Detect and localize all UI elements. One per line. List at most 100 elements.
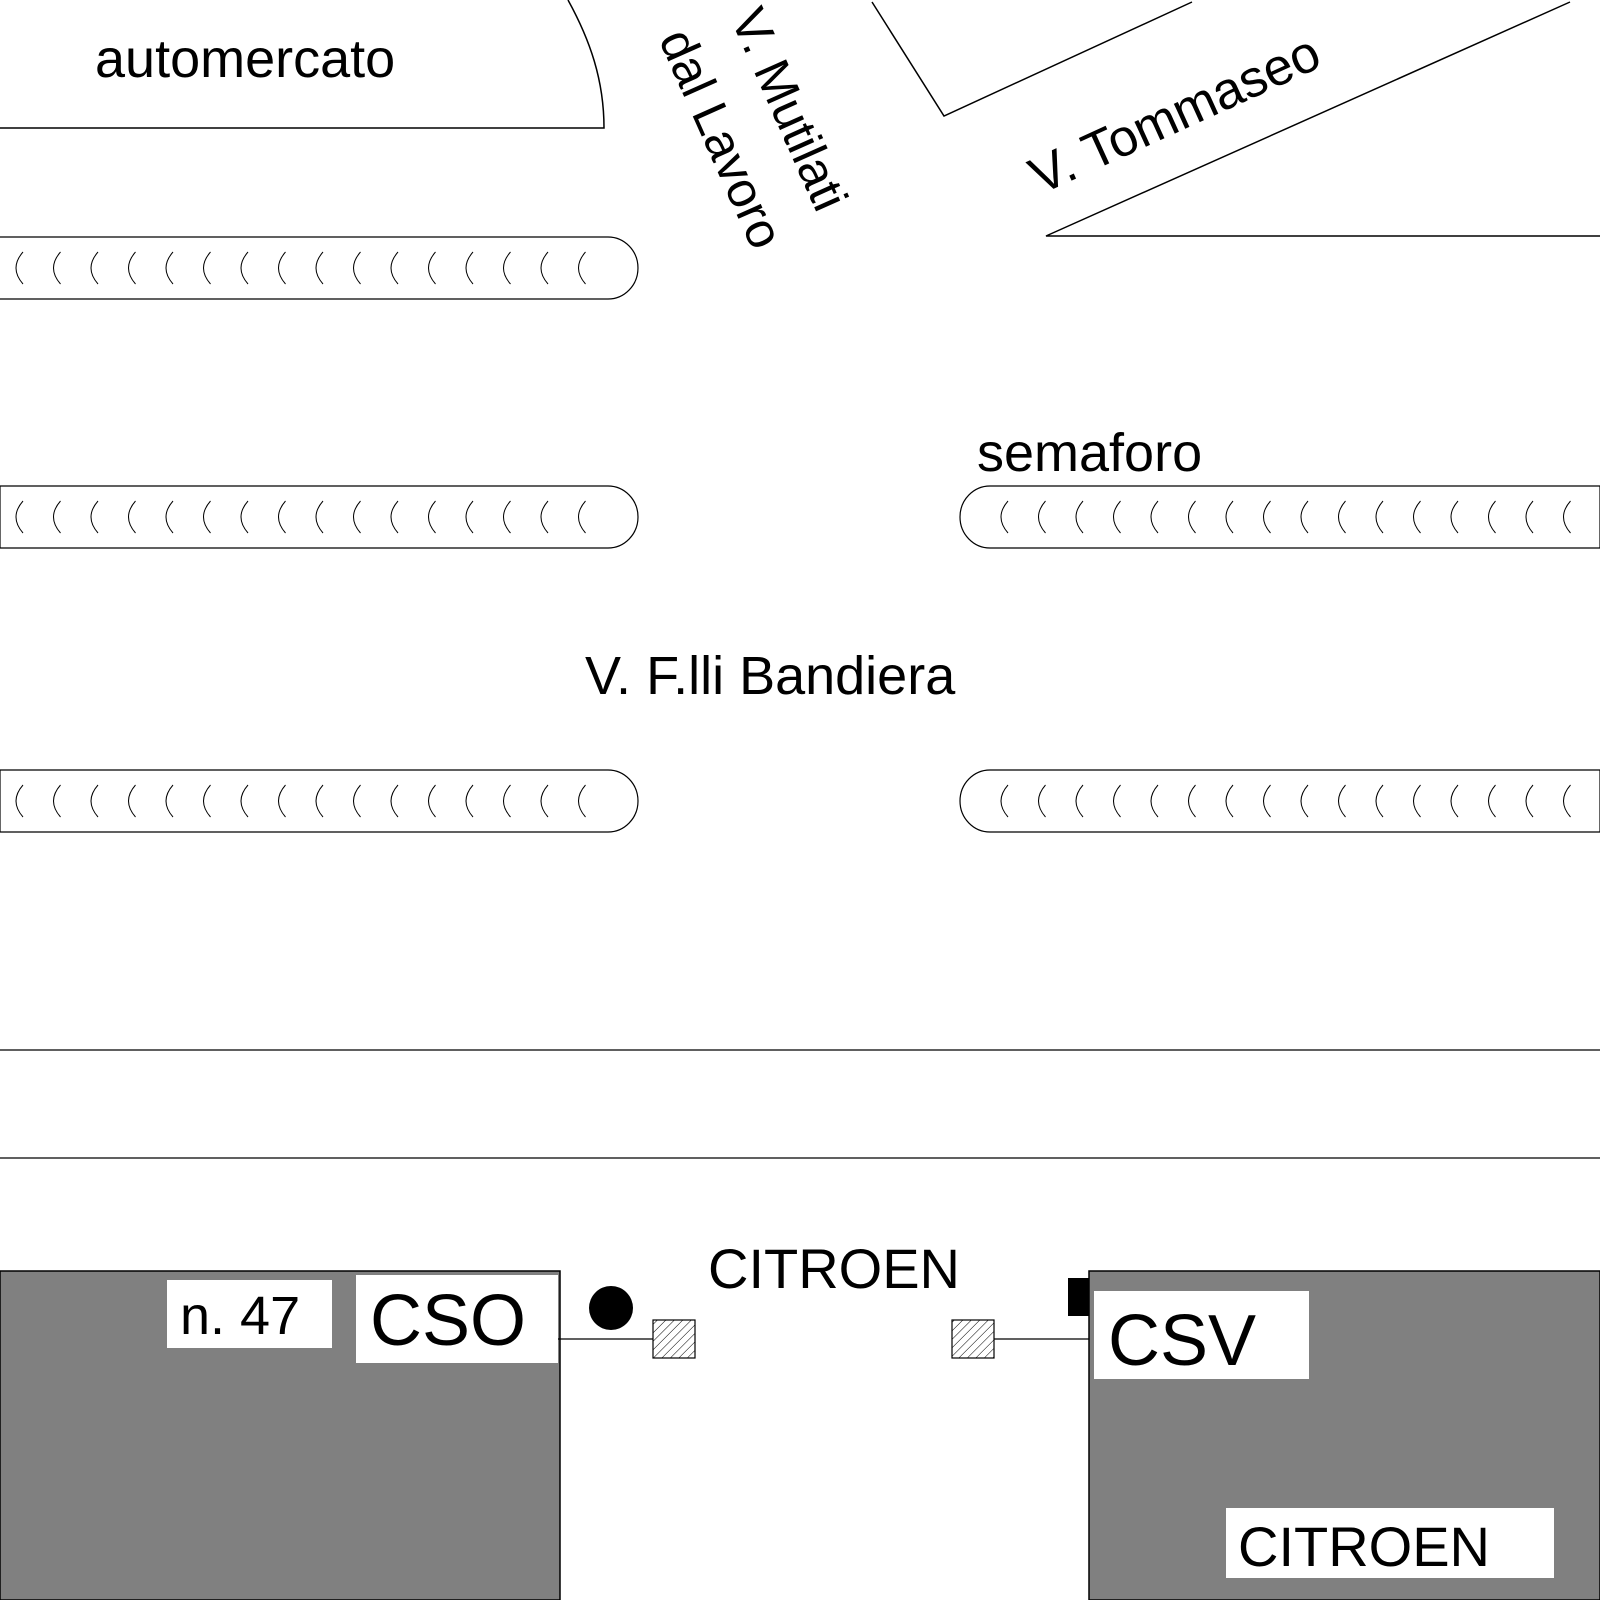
tree-icon <box>1450 784 1459 818</box>
tree-icon <box>128 500 136 534</box>
tree-strip-lower-left <box>0 769 639 833</box>
tree-icon <box>1188 500 1196 534</box>
tree-icon <box>53 500 61 534</box>
filled-square-icon <box>1068 1278 1089 1316</box>
tree-icon <box>1000 500 1009 534</box>
tree-icon <box>428 500 436 534</box>
tree-icon <box>315 784 324 818</box>
tree-icon <box>278 251 286 285</box>
tree-icon <box>1375 784 1384 818</box>
tree-icon <box>165 251 174 285</box>
tree-icon <box>203 500 211 534</box>
tree-icon <box>353 500 361 534</box>
automercato-label: automercato <box>95 29 395 89</box>
tree-icon <box>578 784 586 818</box>
tree-strip-middle-left <box>0 485 639 549</box>
tree-icon <box>203 251 211 285</box>
csv-label: CSV <box>1108 1301 1256 1381</box>
tree-strip-lower-right <box>959 769 1600 833</box>
tree-icon <box>465 251 474 285</box>
tree-icon <box>278 784 286 818</box>
tree-icon <box>390 784 399 818</box>
cso-box <box>356 1275 558 1363</box>
tree-icon <box>1225 784 1234 818</box>
house-number-label: n. 47 <box>180 1286 300 1346</box>
hatched-square-icon <box>652 1319 696 1359</box>
tree-icon <box>1225 500 1234 534</box>
tree-icon <box>165 500 174 534</box>
filled-circle-icon <box>589 1286 633 1330</box>
tree-icon <box>1300 500 1309 534</box>
csv-box <box>1094 1291 1309 1379</box>
tree-icon <box>503 251 511 285</box>
tree-icon <box>1488 500 1496 534</box>
tree-icon <box>1338 784 1346 818</box>
tree-icon <box>578 500 586 534</box>
tree-icon <box>1188 784 1196 818</box>
semaforo-label: semaforo <box>977 423 1202 483</box>
tree-icon <box>540 500 549 534</box>
tree-icon <box>1338 500 1346 534</box>
tree-icon <box>540 784 549 818</box>
tree-icon <box>578 251 586 285</box>
tree-icon <box>465 500 474 534</box>
tree-icon <box>503 784 511 818</box>
tree-icon <box>203 784 211 818</box>
automercato-block-outline <box>0 0 605 129</box>
tree-icon <box>315 500 324 534</box>
citroen-entrance-label: CITROEN <box>708 1237 960 1300</box>
tree-icon <box>15 784 24 818</box>
tree-icon <box>1113 784 1121 818</box>
tree-icon <box>128 784 136 818</box>
house-number-box <box>167 1280 332 1348</box>
tree-icon <box>1263 784 1271 818</box>
tree-strip-middle-right <box>959 485 1600 549</box>
tree-icon <box>90 251 99 285</box>
tree-icon <box>465 784 474 818</box>
tree-icon <box>540 251 549 285</box>
tree-icon <box>240 251 249 285</box>
tree-icon <box>15 251 24 285</box>
tree-strips <box>0 236 1600 833</box>
tree-icon <box>1075 500 1084 534</box>
tree-icon <box>1413 784 1421 818</box>
tree-icon <box>278 500 286 534</box>
tree-icon <box>1263 500 1271 534</box>
hatched-square-icon <box>951 1319 995 1359</box>
tree-icon <box>1150 500 1159 534</box>
tree-icon <box>1300 784 1309 818</box>
citroen-building-box <box>1226 1508 1554 1578</box>
tree-icon <box>90 500 99 534</box>
tree-icon <box>1525 500 1534 534</box>
tree-icon <box>240 784 249 818</box>
tree-icon <box>1450 500 1459 534</box>
tree-icon <box>128 251 136 285</box>
tree-icon <box>1000 784 1009 818</box>
tree-icon <box>1525 784 1534 818</box>
tree-icon <box>1113 500 1121 534</box>
citroen-building-label: CITROEN <box>1238 1515 1490 1578</box>
tree-icon <box>1413 500 1421 534</box>
tree-icon <box>1563 784 1571 818</box>
tree-icon <box>53 251 61 285</box>
tommaseo-block-outline-left <box>871 1 1193 117</box>
via-mutilati-label-group: V. Mutilati dal Lavoro <box>648 0 858 257</box>
tree-icon <box>503 500 511 534</box>
tree-icon <box>1038 784 1046 818</box>
tree-icon <box>428 251 436 285</box>
tommaseo-block-outline-right <box>1045 1 1600 237</box>
tree-icon <box>1038 500 1046 534</box>
tree-icon <box>53 784 61 818</box>
tree-icon <box>428 784 436 818</box>
tree-strip-upper-left <box>0 236 639 300</box>
tree-icon <box>240 500 249 534</box>
cso-label: CSO <box>370 1281 526 1361</box>
tree-icon <box>1375 500 1384 534</box>
tree-icon <box>353 251 361 285</box>
tree-icon <box>90 784 99 818</box>
tree-icon <box>1075 784 1084 818</box>
tree-icon <box>390 500 399 534</box>
tree-icon <box>165 784 174 818</box>
